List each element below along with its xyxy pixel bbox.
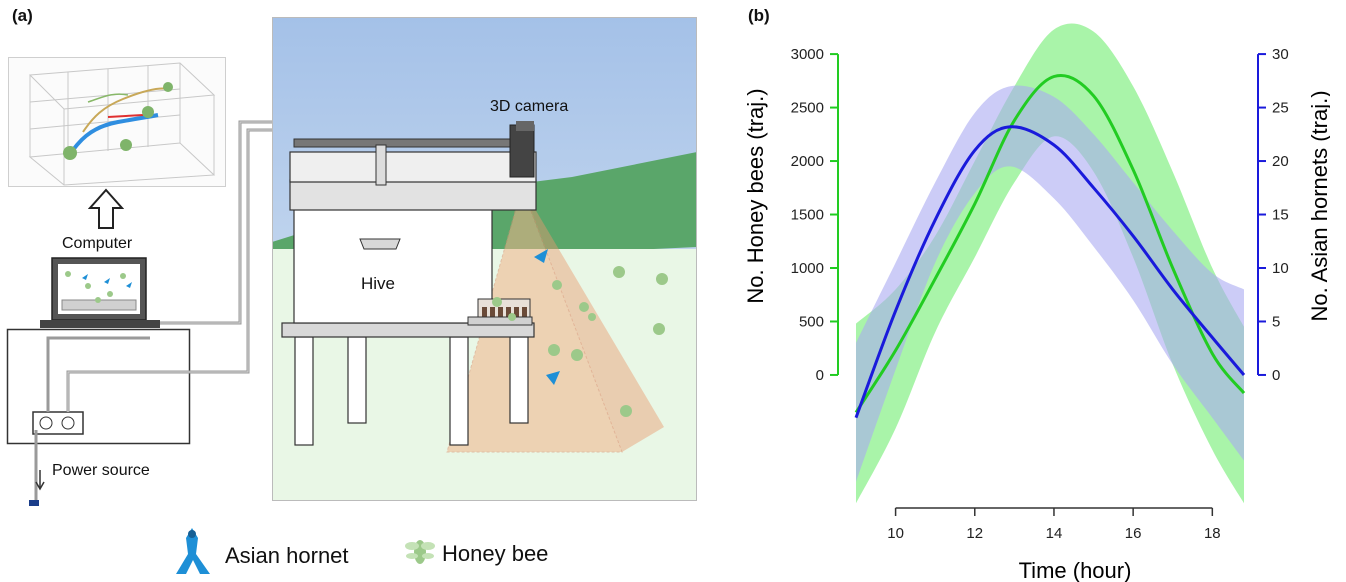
confidence-band-left [856, 23, 1244, 504]
computer-label: Computer [62, 235, 133, 252]
y-right-tick-label: 20 [1272, 153, 1289, 170]
camera-label: 3D camera [490, 98, 569, 115]
legend-hornet-label: Asian hornet [225, 543, 349, 568]
panel-label-a: (a) [12, 6, 33, 25]
hornet-icon [176, 528, 210, 574]
bee-icon [405, 540, 435, 564]
power-source-label: Power source [52, 462, 150, 479]
computer-base-box [6, 328, 191, 445]
y-right-tick-label: 0 [1272, 367, 1280, 384]
y-axis-left-title: No. Honey bees (traj.) [743, 88, 768, 303]
x-tick-label: 12 [966, 525, 983, 542]
y-left-tick-label: 0 [816, 367, 824, 384]
y-right-tick-label: 25 [1272, 100, 1289, 117]
confidence-band-right [856, 85, 1244, 482]
panel-label-b: (b) [748, 6, 770, 25]
y-left-tick-label: 2500 [791, 100, 824, 117]
y-right-tick-label: 15 [1272, 207, 1289, 224]
x-axis-title: Time (hour) [1019, 558, 1132, 582]
y-right-tick-label: 10 [1272, 260, 1289, 277]
y-right-tick-label: 30 [1272, 46, 1289, 63]
series-line-right [854, 125, 1246, 419]
y-axis-right-title: No. Asian hornets (traj.) [1307, 90, 1330, 321]
hive-scene [272, 17, 697, 501]
y-left-tick-label: 500 [799, 313, 824, 330]
y-left-tick-label: 3000 [791, 46, 824, 63]
series-line-left [854, 74, 1246, 414]
y-left-tick-label: 2000 [791, 153, 824, 170]
y-right-tick-label: 5 [1272, 313, 1280, 330]
up-arrow-icon [88, 188, 124, 229]
legend-bee-label: Honey bee [442, 541, 549, 566]
hive-label: Hive [361, 274, 396, 293]
y-left-tick-label: 1000 [791, 260, 824, 277]
x-tick-label: 16 [1125, 525, 1142, 542]
x-tick-label: 18 [1204, 525, 1221, 542]
time-series-chart: 0 500 1000 1500 2000 2500 3000 0 5 10 15 20 25 30 10 12… [743, 23, 1330, 582]
laptop-icon [40, 257, 160, 328]
trajectory-3d-image [8, 57, 226, 187]
y-left-tick-label: 1500 [791, 207, 824, 224]
x-tick-label: 10 [887, 525, 904, 542]
x-tick-label: 14 [1046, 525, 1063, 542]
